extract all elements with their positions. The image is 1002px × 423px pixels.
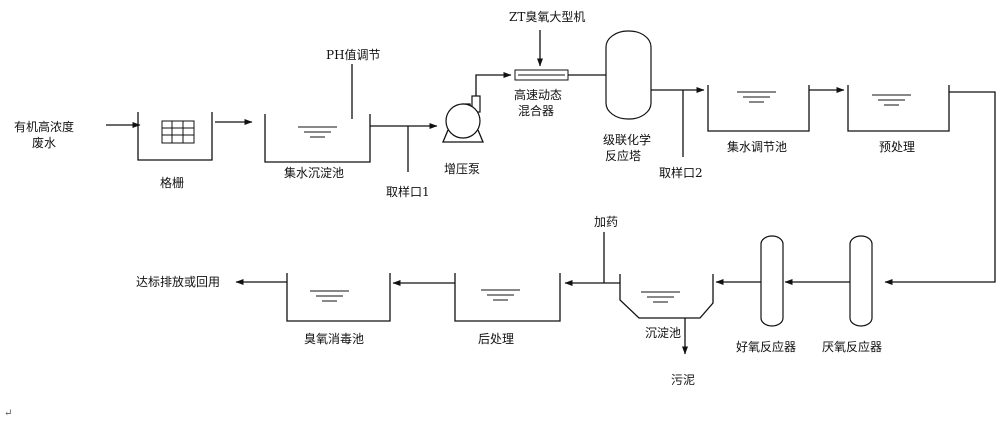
disinfection-tank-label: 臭氧消毒池: [304, 331, 364, 346]
pretreatment-tank: 预处理: [847, 85, 950, 154]
grille-screen: [161, 120, 195, 144]
sedimentation-tank-label: 沉淀池: [645, 326, 681, 340]
adjust-tank-label: 集水调节池: [727, 139, 787, 154]
booster-pump-label: 增压泵: [444, 162, 480, 176]
settling-tank-wall: [264, 114, 371, 163]
grille-tank: [137, 112, 213, 161]
ozone-generator: ZT臭氧大型机: [509, 9, 585, 67]
arrow-pump-to-mixer: [475, 72, 512, 96]
sampling-port-1-label: 取样口1: [386, 184, 430, 199]
reactor-tower-body: [605, 30, 652, 120]
mixer-label-line1: 高速动态: [514, 87, 562, 102]
input-label-line1: 有机高浓度: [14, 119, 74, 134]
sludge-label: 污泥: [671, 373, 695, 387]
pretreatment-tank-wall: [847, 85, 950, 132]
booster-pump: 增压泵: [442, 95, 484, 176]
reactor-tower-label-line1: 级联化学: [603, 132, 651, 147]
paragraph-mark: ↵: [4, 408, 12, 419]
adjust-tank-wall: [707, 85, 810, 132]
pump-body: [445, 103, 481, 139]
post-treatment-tank-wall: [454, 273, 561, 322]
pretreatment-label: 预处理: [879, 140, 915, 154]
grille-label: 格栅: [160, 175, 184, 190]
collection-adjustment-tank: 集水调节池: [707, 85, 810, 154]
reactor-tower-label-line2: 反应塔: [605, 148, 641, 163]
post-treatment-tank: 后处理: [454, 273, 561, 346]
ozone-disinfection-tank: 臭氧消毒池: [286, 273, 391, 346]
dosing-label: 加药: [594, 215, 618, 229]
cascade-reactor-tower: 级联化学 反应塔: [603, 30, 652, 163]
aerobic-reactor-body: [760, 235, 784, 327]
sampling-port-2-label: 取样口2: [659, 165, 703, 180]
pump-base: [442, 129, 484, 143]
grille: 格栅: [137, 112, 213, 190]
mixer-label-line2: 混合器: [518, 103, 554, 118]
high-speed-dynamic-mixer: 高速动态 混合器: [514, 69, 569, 118]
aerobic-reactor-label: 好氧反应器: [736, 339, 796, 354]
disinfection-tank-wall: [286, 273, 391, 322]
ozone-generator-label: ZT臭氧大型机: [509, 9, 585, 24]
anaerobic-reactor-body: [849, 235, 873, 327]
input-wastewater: 有机高浓度 废水: [14, 119, 74, 150]
sedimentation-tank-wall: [619, 274, 714, 319]
output-label: 达标排放或回用: [136, 274, 220, 289]
post-treatment-label: 后处理: [478, 332, 514, 346]
input-label-line2: 废水: [32, 135, 56, 150]
settling-tank-label: 集水沉淀池: [284, 165, 344, 180]
sedimentation-tank: 加药 沉淀池 污泥: [594, 215, 714, 387]
anaerobic-reactor-label: 厌氧反应器: [822, 339, 882, 354]
aerobic-reactor: 好氧反应器: [736, 235, 796, 354]
ph-adjust-label: PH值调节: [326, 47, 381, 62]
arrow-pretreatment-to-anaerobic: [884, 91, 996, 285]
anaerobic-reactor: 厌氧反应器: [822, 235, 882, 354]
collection-settling-tank: PH值调节 集水沉淀池: [264, 47, 381, 180]
